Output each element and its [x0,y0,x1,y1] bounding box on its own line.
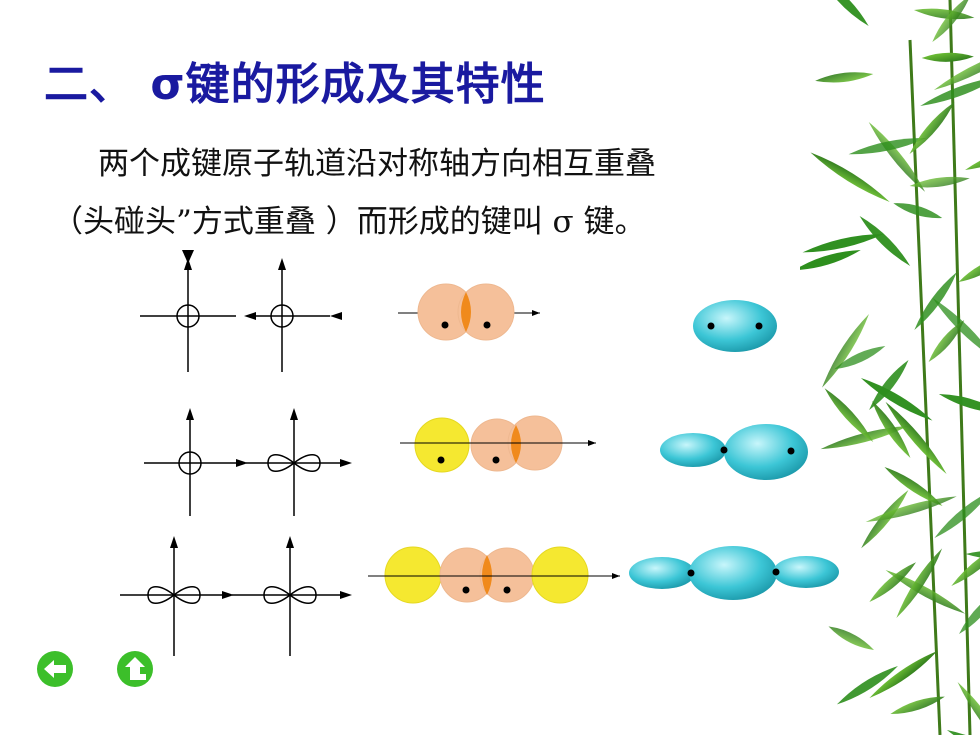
bamboo-leaf [914,271,957,330]
axes-s-orbital-1 [140,250,236,372]
bamboo-leaf [865,496,957,522]
up-button[interactable] [116,650,154,688]
bamboo-leaf [965,144,980,170]
bamboo-leaf [938,394,980,414]
body-text-line-1: 两个成键原子轨道沿对称轴方向相互重叠 [98,146,656,182]
bamboo-leaf [909,102,955,154]
body-text-line-2: （头碰头”方式重叠 ）而形成的键叫 σ 键。 [52,204,646,240]
sigma-bond-diagram [120,250,839,656]
bamboo-leaf [800,250,861,271]
bamboo-leaf [934,490,980,538]
bamboo-leaf [951,543,980,586]
arrow-up-icon [125,657,146,680]
row-s-p [144,408,808,516]
bamboo-leaf [859,216,911,266]
bamboo-leaf [822,314,869,388]
arrow-left-icon [44,660,66,678]
bamboo-leaf [896,548,943,618]
bamboo-leaf [868,122,926,192]
bamboo-leaf [884,466,943,506]
bamboo-leaf [810,152,890,202]
back-button[interactable] [36,650,74,688]
p-p-overlap-picture [368,546,620,604]
axes-s-orbital-2 [248,262,330,372]
bamboo-leaf [815,72,874,83]
bamboo-leaf [959,589,980,634]
bamboo-leaf [828,626,874,650]
bamboo-leaf [869,562,917,602]
bamboo-leaf [860,378,933,421]
bamboo-leaf [890,696,945,714]
bamboo-leaf [848,137,927,155]
bamboo-leaf [885,570,966,614]
bamboo-leaf [909,176,970,188]
bamboo-leaf [928,320,965,362]
bamboo-leaf [958,255,980,282]
bamboo-leaf [932,0,971,42]
bamboo-leaf [913,8,975,20]
row-p-p [120,536,839,656]
bamboo-leaves-decoration [800,0,980,735]
bamboo-leaf [921,52,974,62]
sigma-bond-sp [660,424,808,480]
bamboo-leaf [933,48,980,90]
bamboo-leaf [802,234,884,253]
sigma-bond-ss [693,300,777,352]
bamboo-leaf [957,682,980,735]
bamboo-leaf [965,550,980,560]
bamboo-leaf [869,650,938,698]
bamboo-leaf [872,401,911,458]
bamboo-leaf [920,76,980,106]
slide-title: 二、 σ键的形成及其特性 [44,59,546,110]
bamboo-leaf [932,298,980,360]
s-p-overlap-picture [400,415,596,473]
bamboo-leaf [946,730,980,735]
s-s-overlap-picture [398,283,540,341]
bamboo-leaf [836,666,898,705]
row-s-s [140,250,777,372]
sigma-bond-pp [629,546,839,600]
bamboo-leaf [885,401,947,474]
bamboo-leaf [869,359,909,410]
bamboo-leaf [834,346,886,370]
bamboo-leaf [893,203,943,219]
bamboo-leaf [820,0,869,26]
bamboo-leaf [820,426,909,450]
bamboo-leaf [824,388,874,442]
